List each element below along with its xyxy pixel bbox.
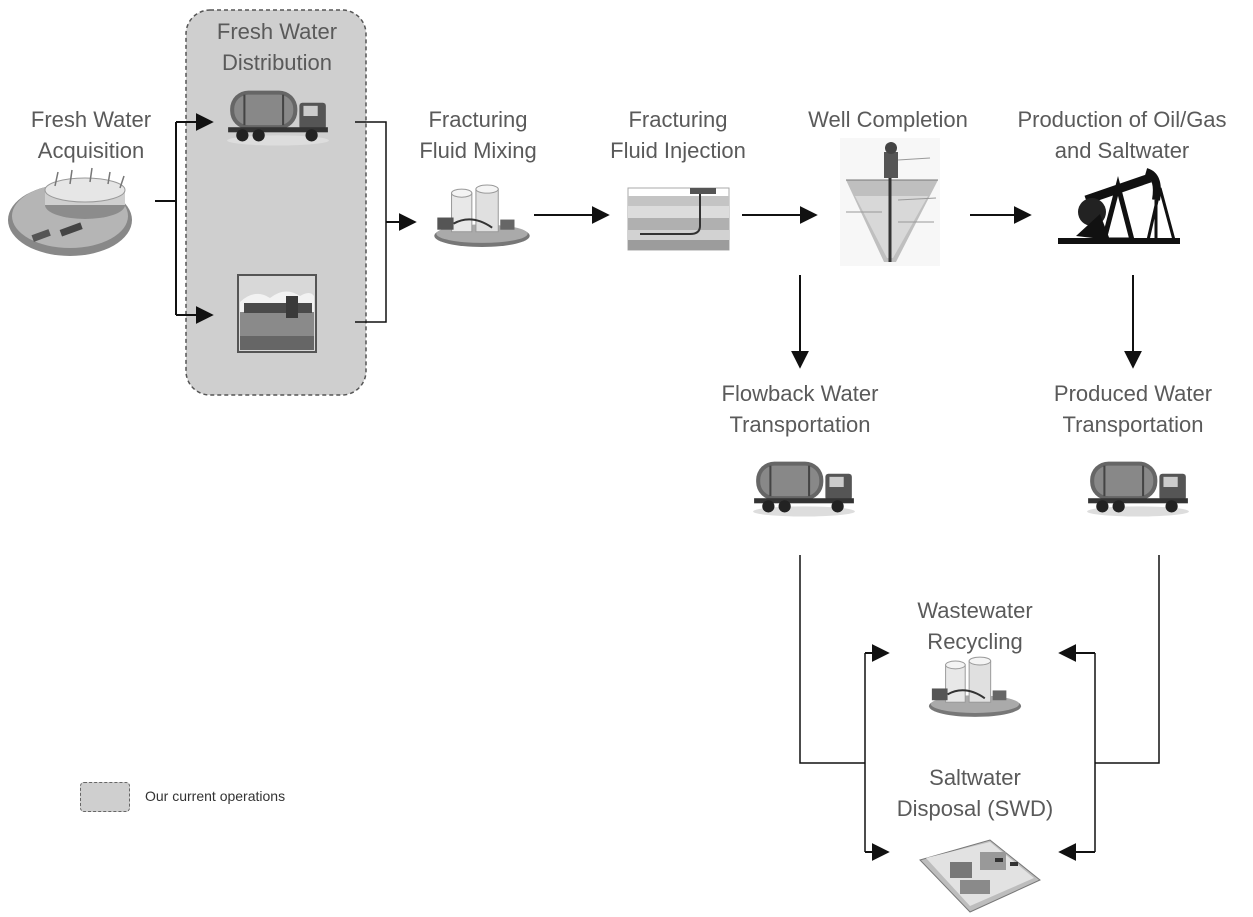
connector-acquisition-distribution bbox=[155, 113, 214, 324]
legend-swatch bbox=[80, 782, 130, 812]
disposal-facility-icon bbox=[919, 839, 1041, 913]
flowback-truck-icon bbox=[752, 460, 856, 517]
pumpjack-icon bbox=[1058, 168, 1180, 244]
pipeline-icon bbox=[237, 274, 317, 353]
connector-distribution-mixing bbox=[355, 121, 417, 323]
injection-cross-section-icon bbox=[627, 187, 730, 251]
recycling-plant-icon bbox=[927, 656, 1023, 718]
mixing-plant-icon bbox=[433, 183, 531, 249]
connector-to-disposal bbox=[799, 555, 1160, 861]
well-completion-icon bbox=[840, 138, 940, 266]
water-tank-icon bbox=[8, 167, 132, 256]
produced-truck-icon bbox=[1086, 460, 1190, 517]
label-well-completion: Well Completion bbox=[808, 107, 968, 132]
legend-label: Our current operations bbox=[145, 788, 286, 804]
